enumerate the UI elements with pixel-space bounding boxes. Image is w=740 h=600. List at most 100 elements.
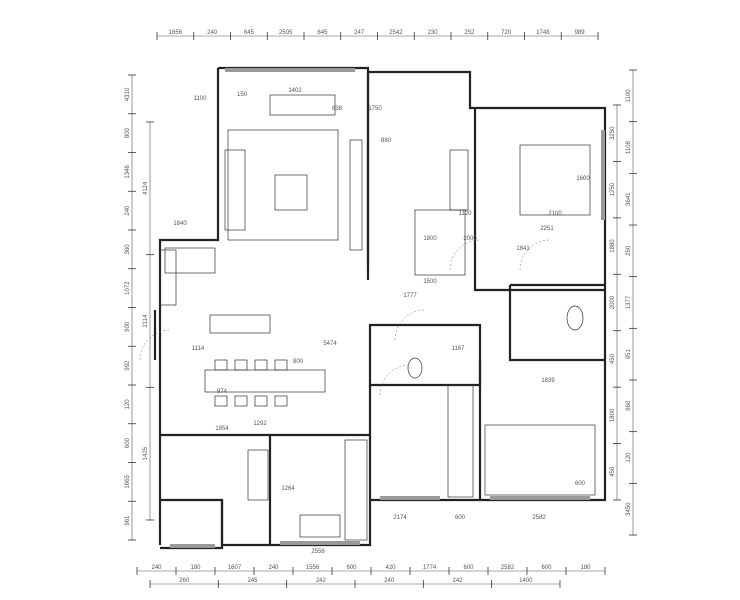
door-swing [394, 309, 426, 341]
dimension-label: 2174 [393, 515, 407, 521]
rug [227, 129, 339, 241]
top-dimension-label: 1656 [169, 30, 183, 36]
top-dimension-label: 2542 [389, 30, 403, 36]
bottom-dimension-label: 420 [385, 565, 396, 571]
bottom-dimension-label: 2582 [501, 565, 515, 571]
left-dimension-label: 120 [125, 399, 131, 410]
chair [274, 359, 288, 371]
left-dimension-label: 600 [125, 437, 131, 448]
dimension-label: 1839 [541, 378, 555, 384]
bottom-sub-dimension-label: 245 [247, 578, 258, 584]
coffee-table [274, 174, 308, 211]
toilet [566, 305, 584, 331]
dimension-label: 974 [217, 389, 228, 395]
bottom-dimension-label: 180 [580, 565, 591, 571]
sink [299, 514, 341, 538]
dimension-label: 1841 [516, 246, 530, 252]
left-inner-dimension-label: 2114 [143, 314, 149, 328]
dimension-label: 1800 [423, 236, 437, 242]
dimension-label: 880 [381, 138, 392, 144]
dimension-label: 1500 [423, 279, 437, 285]
top-dimension-label: 247 [354, 30, 365, 36]
dimension-label: 1777 [403, 293, 417, 299]
top-dimension-label: 989 [575, 30, 586, 36]
dimension-label: 1292 [253, 421, 267, 427]
right-dimension-label: 3641 [626, 192, 632, 206]
dimension-label: 1120 [459, 211, 473, 217]
dimension-label: 600 [455, 515, 466, 521]
right-inner-dimension-label: 3250 [610, 126, 616, 140]
dimension-label: 800 [293, 359, 304, 365]
chair [274, 395, 288, 407]
top-dimension-label: 645 [244, 30, 255, 36]
cabinet [164, 247, 216, 274]
bottom-dimension-label: 180 [190, 565, 201, 571]
door-swing [449, 239, 481, 271]
left-dimension-label: 961 [125, 515, 131, 526]
right-dimension-label: 3450 [626, 502, 632, 516]
right-inner-dimension-label: 2000 [610, 295, 616, 309]
dimension-label: 1750 [368, 106, 382, 112]
dimension-label: 1402 [288, 88, 302, 94]
bottom-dimension-label: 1556 [306, 565, 320, 571]
right-dimension-label: 1377 [626, 295, 632, 309]
top-dimension-label: 252 [464, 30, 475, 36]
wardrobe-bedroom [484, 424, 596, 496]
dimension-label: 2582 [532, 515, 546, 521]
wall [508, 285, 605, 362]
walls [153, 66, 607, 550]
wall [160, 498, 224, 550]
right-dimension-label: 1108 [626, 140, 632, 154]
master-bed [519, 144, 591, 216]
left-dimension-label: 240 [125, 205, 131, 216]
door-swing [139, 329, 171, 361]
bottom-dimension-label: 600 [346, 565, 357, 571]
dimension-label: 600 [575, 481, 586, 487]
door-swing [519, 239, 551, 271]
left-dimension-label: 800 [125, 127, 131, 138]
chair [254, 359, 268, 371]
dimension-label: 1167 [452, 346, 466, 352]
bed [414, 209, 466, 276]
wall [158, 68, 220, 545]
dimension-label: 1954 [215, 426, 229, 432]
top-dimension-label: 1748 [536, 30, 550, 36]
kitchen-counter [344, 439, 368, 541]
wardrobe-bedroom2 [447, 384, 474, 498]
right-dimension-label: 951 [626, 349, 632, 360]
bottom-sub-dimension-label: 242 [452, 578, 463, 584]
left-dimension-label: 360 [125, 244, 131, 255]
right-dimension-label: 250 [626, 245, 632, 256]
bottom-dimension-label: 240 [268, 565, 279, 571]
dimension-label: 2100 [548, 211, 562, 217]
dimension-label: 2556 [311, 549, 325, 555]
dimension-label: 5474 [323, 341, 337, 347]
top-dimension-label: 720 [501, 30, 512, 36]
wall [473, 108, 605, 292]
left-dimension-label: 992 [125, 360, 131, 371]
bottom-sub-dimension-label: 240 [384, 578, 395, 584]
top-dimension-label: 240 [207, 30, 218, 36]
toilet [407, 357, 423, 379]
right-dimension-label: 1100 [626, 89, 632, 103]
wall [268, 385, 372, 547]
dimension-label: 838 [332, 106, 343, 112]
left-inner-dimension-label: 1425 [143, 446, 149, 460]
chair [214, 395, 228, 407]
sofa [224, 149, 246, 231]
left-inner-dimension-label: 4124 [143, 181, 149, 195]
tv-cabinet [269, 94, 336, 116]
right-inner-dimension-label: 1250 [610, 182, 616, 196]
dimension-label: 150 [237, 92, 248, 98]
bottom-dimension-label: 240 [151, 565, 162, 571]
top-dimension-label: 230 [428, 30, 439, 36]
dimension-label: 1840 [173, 221, 187, 227]
top-dimension-label: 2505 [279, 30, 293, 36]
chair [234, 359, 248, 371]
left-dimension-label: 1072 [125, 281, 131, 295]
wardrobe-bedroom3 [449, 149, 469, 211]
bottom-sub-dimension-label: 260 [179, 578, 190, 584]
bottom-dimension-label: 1607 [228, 565, 242, 571]
